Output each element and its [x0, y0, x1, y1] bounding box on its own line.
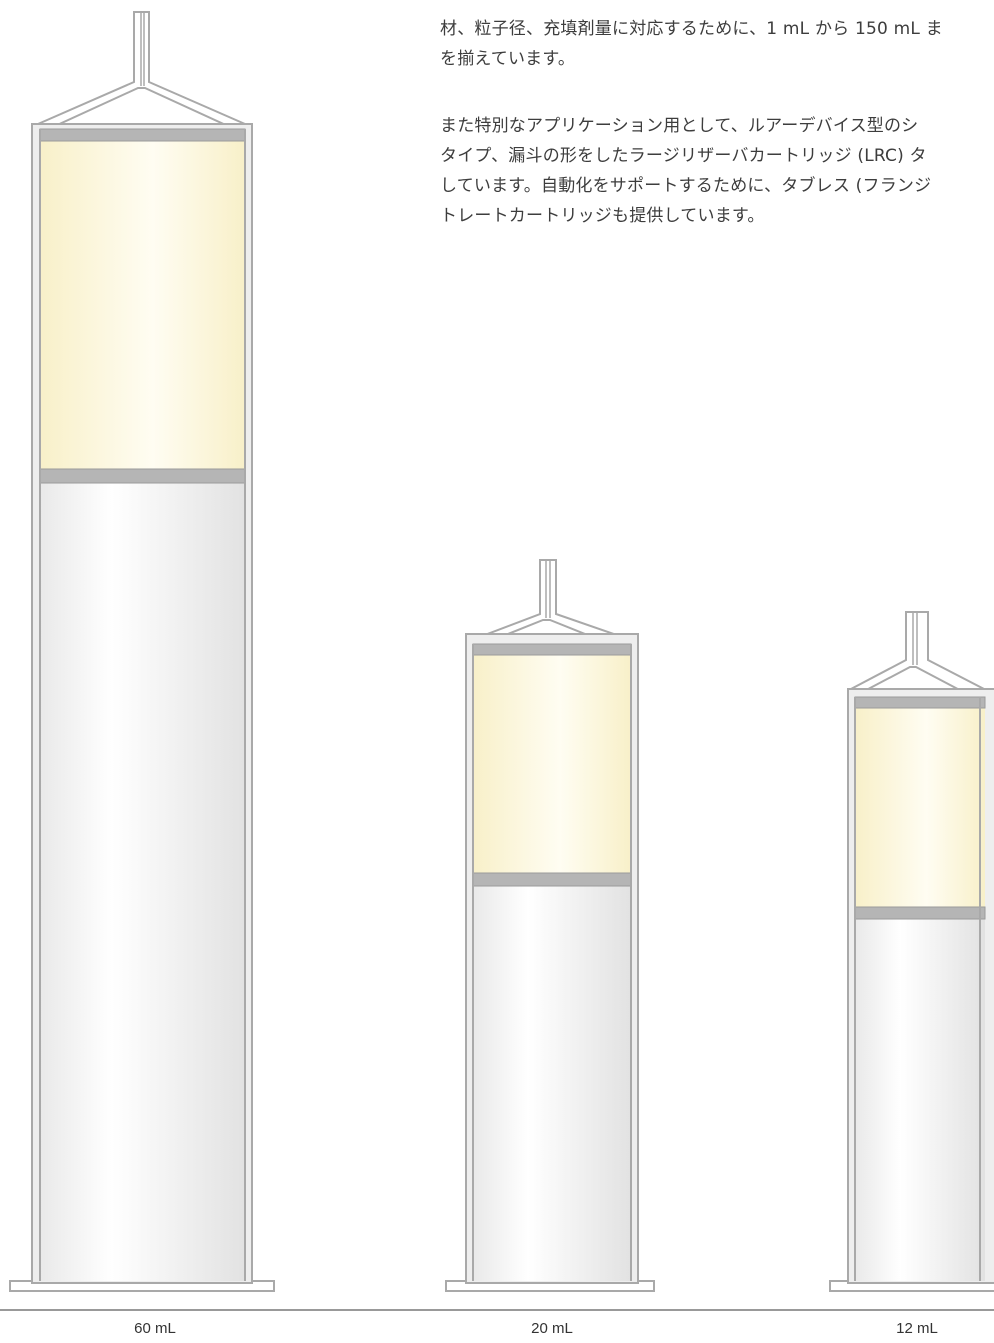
top-frit	[472, 643, 632, 656]
packing-bed	[473, 655, 631, 873]
cartridge-label-12ml: 12 mL	[896, 1320, 938, 1337]
bottom-frit	[472, 872, 632, 887]
description-line: トレートカートリッジも提供しています。	[440, 206, 765, 226]
description-paragraph-2: また特別なアプリケーション用として、ルアーデバイス型のシ タイプ、漏斗の形をした…	[440, 111, 994, 231]
cartridge-body	[855, 919, 985, 1281]
top-frit	[39, 128, 246, 142]
cartridge-60ml	[9, 11, 275, 1292]
packing-bed	[855, 708, 985, 907]
cartridge-20ml	[445, 559, 655, 1292]
bottom-frit	[39, 468, 246, 484]
packing-bed	[40, 141, 245, 469]
description-line: タイプ、漏斗の形をしたラージリザーバカートリッジ (LRC) タ	[440, 146, 927, 166]
top-frit	[854, 696, 986, 709]
cartridge-label-60ml: 60 mL	[134, 1320, 176, 1337]
description-line: 材、粒子径、充填剤量に対応するために、1 mL から 150 mL ま	[440, 19, 943, 39]
cartridge-12ml	[829, 611, 994, 1292]
description-line: を揃えています。	[440, 49, 576, 69]
cartridge-body	[40, 483, 245, 1281]
cartridge-label-20ml: 20 mL	[531, 1320, 573, 1337]
cartridge-body	[473, 886, 631, 1281]
description-line: しています。自動化をサポートするために、タブレス (フランジ	[440, 176, 932, 196]
description-line: また特別なアプリケーション用として、ルアーデバイス型のシ	[440, 116, 919, 136]
description-paragraph-1: 材、粒子径、充填剤量に対応するために、1 mL から 150 mL ま を揃えて…	[440, 14, 994, 74]
bottom-frit	[854, 906, 986, 920]
